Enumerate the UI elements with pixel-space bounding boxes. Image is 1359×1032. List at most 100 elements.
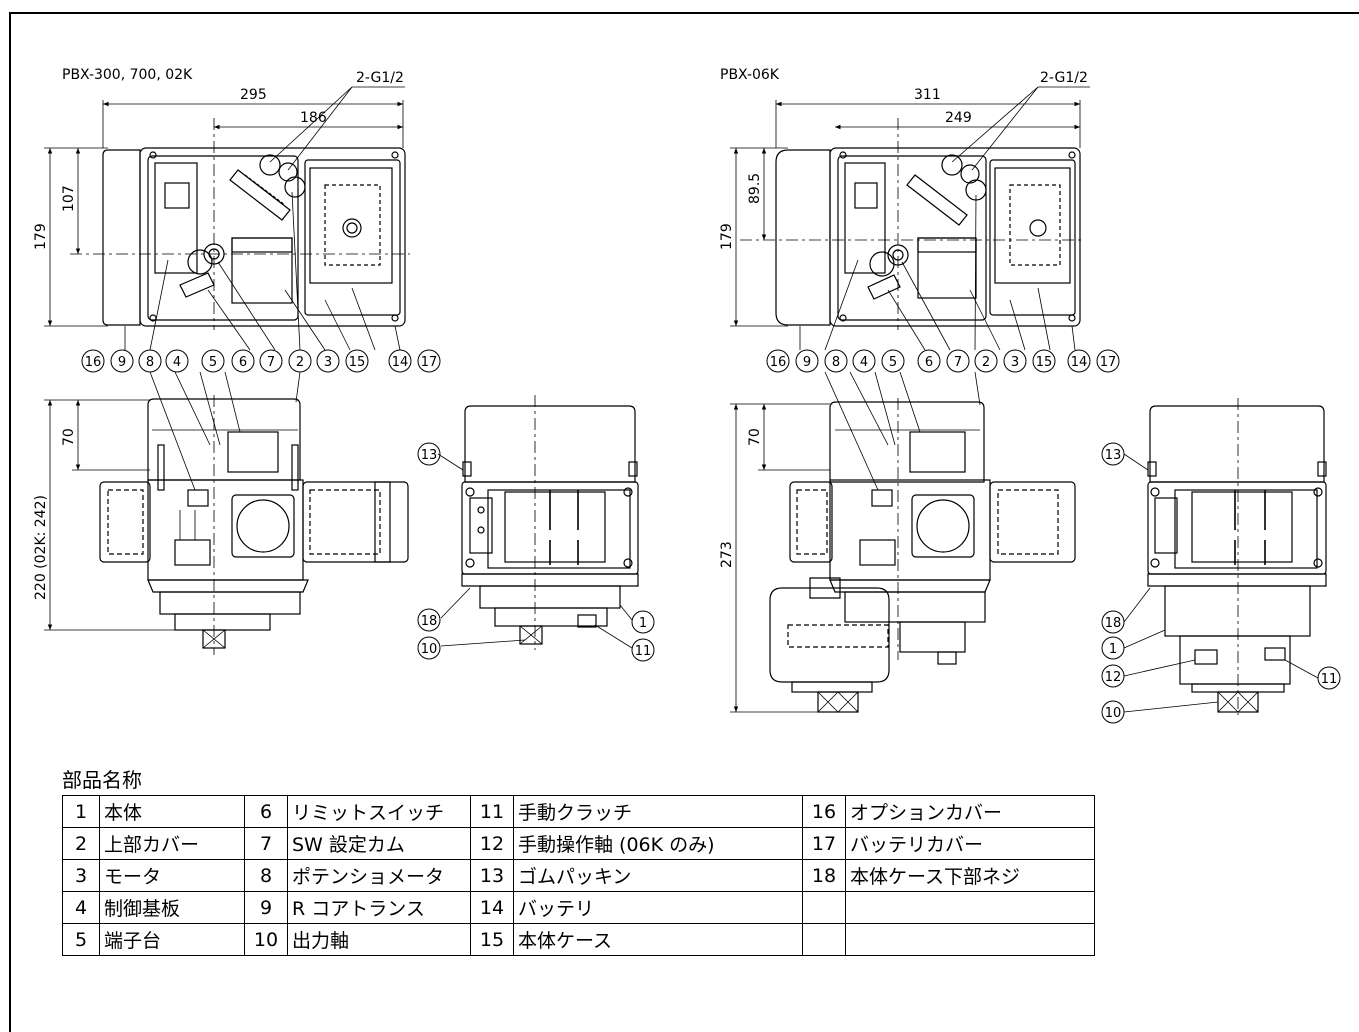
right-center-dim: 89.5	[747, 173, 763, 204]
part-name: 手動操作軸 (06K のみ)	[513, 827, 803, 860]
part-name: 本体	[99, 795, 245, 828]
right-top-dim: 70	[747, 428, 763, 446]
callout: 4	[860, 355, 868, 370]
part-name	[845, 923, 1095, 956]
left-offset-dim: 186	[300, 110, 327, 126]
callout: 15	[349, 355, 366, 370]
part-name: リミットスイッチ	[287, 795, 471, 828]
callout: 9	[803, 355, 811, 370]
part-name: バッテリカバー	[845, 827, 1095, 860]
callout: 6	[925, 355, 933, 370]
part-number: 13	[470, 859, 514, 892]
left-front-view	[44, 371, 409, 655]
left-width-dim: 295	[240, 87, 267, 103]
right-front-height-dim: 273	[719, 541, 735, 568]
callout: 9	[118, 355, 126, 370]
left-port-label: 2-G1/2	[356, 70, 404, 86]
part-name: R コアトランス	[287, 891, 471, 924]
part-number: 12	[470, 827, 514, 860]
drawing-frame	[9, 12, 1359, 1032]
part-name: 制御基板	[99, 891, 245, 924]
part-name: バッテリ	[513, 891, 803, 924]
callout: 3	[1011, 355, 1019, 370]
part-name: 本体ケース下部ネジ	[845, 859, 1095, 892]
part-number: 10	[244, 923, 288, 956]
part-number: 17	[802, 827, 846, 860]
part-number: 8	[244, 859, 288, 892]
callout: 18	[1105, 616, 1122, 631]
part-name: 上部カバー	[99, 827, 245, 860]
part-name: オプションカバー	[845, 795, 1095, 828]
part-number: 11	[470, 795, 514, 828]
callout: 18	[421, 614, 438, 629]
part-number: 7	[244, 827, 288, 860]
callout: 14	[392, 355, 409, 370]
callout: 11	[635, 644, 652, 659]
left-callouts: 16 9 8 4 5 6 7 2 3 15 14 17 13 18 1 10 1…	[81, 349, 655, 662]
left-front-height-dim: 220 (02K: 242)	[33, 495, 49, 600]
left-center-dim: 107	[61, 185, 77, 212]
right-height-dim: 179	[719, 223, 735, 250]
part-name	[845, 891, 1095, 924]
callout: 1	[639, 616, 647, 631]
callout: 6	[239, 355, 247, 370]
left-height-dim: 179	[33, 223, 49, 250]
part-number: 2	[62, 827, 100, 860]
callout: 17	[421, 355, 438, 370]
callout: 8	[832, 355, 840, 370]
part-name: ポテンショメータ	[287, 859, 471, 892]
part-number: 15	[470, 923, 514, 956]
callout: 14	[1071, 355, 1088, 370]
callout: 16	[85, 355, 102, 370]
right-top-view	[730, 86, 1090, 351]
callout: 5	[209, 355, 217, 370]
callout: 12	[1105, 670, 1122, 685]
right-offset-dim: 249	[945, 110, 972, 126]
callout: 4	[173, 355, 181, 370]
callout: 13	[421, 448, 438, 463]
part-name: SW 設定カム	[287, 827, 471, 860]
part-number: 6	[244, 795, 288, 828]
part-number: 4	[62, 891, 100, 924]
part-number: 16	[802, 795, 846, 828]
part-name: モータ	[99, 859, 245, 892]
technical-drawing: PBX-300, 700, 02K PBX-06K 2-G1/2 2-G1/2 …	[33, 67, 1341, 724]
left-top-dim: 70	[61, 428, 77, 446]
callout: 10	[421, 642, 438, 657]
right-model-label: PBX-06K	[720, 67, 780, 83]
part-number: 14	[470, 891, 514, 924]
part-number: 5	[62, 923, 100, 956]
left-side-view	[437, 395, 639, 650]
callout: 11	[1321, 672, 1338, 687]
part-name: 手動クラッチ	[513, 795, 803, 828]
callout: 2	[982, 355, 990, 370]
callout: 5	[889, 355, 897, 370]
left-model-label: PBX-300, 700, 02K	[62, 67, 193, 83]
callout: 10	[1105, 706, 1122, 721]
callout: 15	[1036, 355, 1053, 370]
callout: 8	[146, 355, 154, 370]
part-number	[802, 891, 846, 924]
part-name: 出力軸	[287, 923, 471, 956]
part-number: 1	[62, 795, 100, 828]
part-name: 本体ケース	[513, 923, 803, 956]
parts-title: 部品名称	[62, 768, 142, 792]
callout: 16	[770, 355, 787, 370]
callout: 1	[1109, 642, 1117, 657]
right-side-view	[1123, 398, 1327, 715]
part-name: 端子台	[99, 923, 245, 956]
callout: 2	[296, 355, 304, 370]
part-number: 9	[244, 891, 288, 924]
part-number	[802, 923, 846, 956]
right-callouts: 16 9 8 4 5 6 7 2 3 15 14 17 13 18 1 12 1…	[766, 349, 1341, 724]
callout: 13	[1105, 448, 1122, 463]
part-number: 3	[62, 859, 100, 892]
callout: 7	[267, 355, 275, 370]
right-width-dim: 311	[914, 87, 941, 103]
